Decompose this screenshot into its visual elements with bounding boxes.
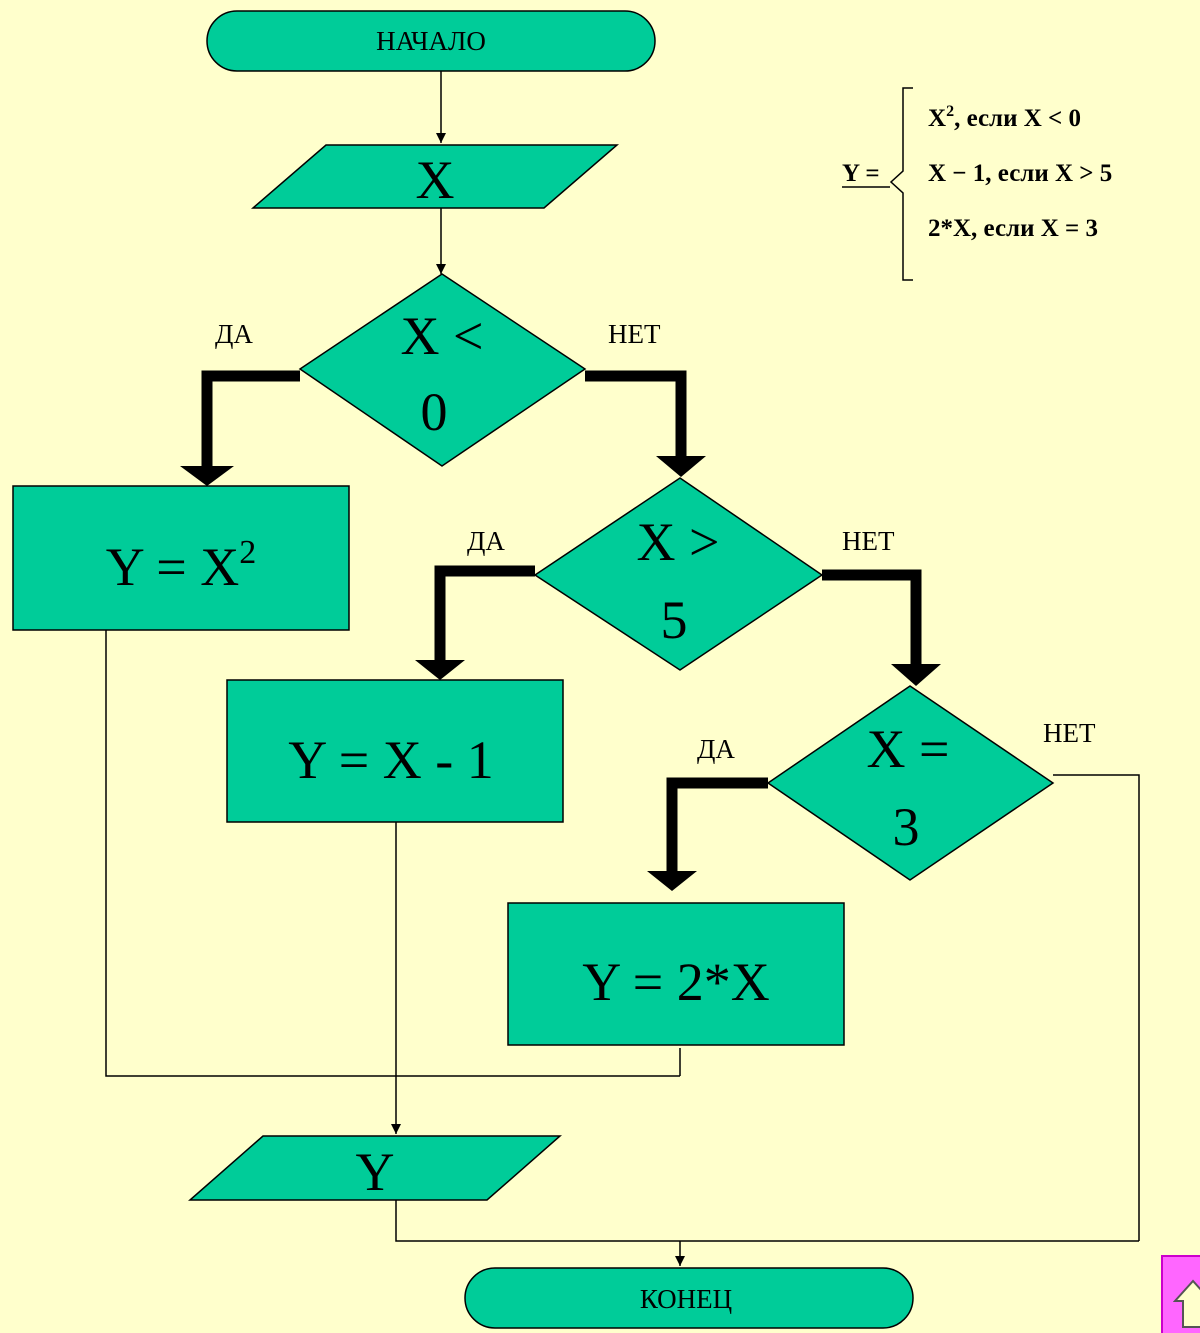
decision-1-no-label: НЕТ — [608, 319, 661, 349]
action-2-text: Y = X - 1 — [288, 730, 493, 790]
decision-1-line1: X < — [401, 306, 484, 366]
output-variable: Y — [356, 1142, 395, 1202]
branch-cond2-no-arrowhead — [891, 664, 941, 686]
branch-cond3-yes-arrowhead — [647, 871, 697, 891]
decision-x-greater-5: X > 5 — [533, 477, 824, 671]
home-icon — [1173, 1279, 1200, 1328]
decision-3-no-label: НЕТ — [1043, 718, 1096, 748]
start-label: НАЧАЛО — [376, 26, 486, 56]
branch-cond1-no — [585, 370, 687, 458]
connector-action1-merge — [105, 630, 680, 1077]
start-terminator: НАЧАЛО — [206, 10, 656, 72]
home-button[interactable] — [1161, 1255, 1200, 1333]
piecewise-formula: Y = X2, если X < 0 X − 1, если X > 5 2*X… — [842, 87, 1112, 281]
formula-case-3: 2*X, если X = 3 — [928, 215, 1098, 242]
input-parallelogram: X — [250, 144, 620, 210]
connector-output-end — [395, 1200, 1139, 1242]
end-terminator: КОНЕЦ — [464, 1267, 914, 1329]
connector-cond3-no — [1053, 774, 1140, 1241]
branch-cond3-yes — [666, 777, 768, 873]
action-y-equals-x-squared: Y = X2 — [12, 485, 350, 631]
decision-2-no-label: НЕТ — [842, 526, 895, 556]
branch-cond2-no — [822, 569, 922, 666]
end-label: КОНЕЦ — [640, 1284, 732, 1314]
decision-x-equals-3: X = 3 — [766, 685, 1055, 881]
decision-3-line2: 3 — [893, 797, 920, 857]
formula-case-2: X − 1, если X > 5 — [928, 160, 1112, 187]
decision-2-line1: X > — [637, 512, 720, 572]
action-1-text: Y = X2 — [106, 534, 256, 597]
decision-2-yes-label: ДА — [467, 526, 505, 556]
decision-1-line2: 0 — [421, 382, 448, 442]
decision-3-line1: X = — [867, 719, 950, 779]
decision-2-line2: 5 — [661, 590, 688, 650]
formula-brace — [889, 87, 913, 281]
branch-cond2-yes-arrowhead — [415, 660, 465, 680]
decision-x-less-0: X < 0 — [298, 273, 587, 467]
branch-cond1-yes — [201, 370, 300, 468]
output-parallelogram: Y — [188, 1135, 562, 1202]
branch-cond1-yes-arrowhead — [180, 466, 234, 486]
action-y-equals-2x: Y = 2*X — [507, 902, 845, 1046]
input-variable: X — [416, 150, 455, 210]
decision-3-yes-label: ДА — [697, 734, 735, 764]
decision-1-yes-label: ДА — [215, 319, 253, 349]
formula-lhs: Y = — [842, 160, 880, 187]
branch-cond2-yes — [434, 565, 535, 662]
action-y-equals-x-minus-1: Y = X - 1 — [226, 679, 564, 823]
action-3-text: Y = 2*X — [582, 952, 769, 1012]
formula-case-1: X2, если X < 0 — [928, 103, 1081, 132]
branch-cond1-no-arrowhead — [656, 456, 706, 477]
